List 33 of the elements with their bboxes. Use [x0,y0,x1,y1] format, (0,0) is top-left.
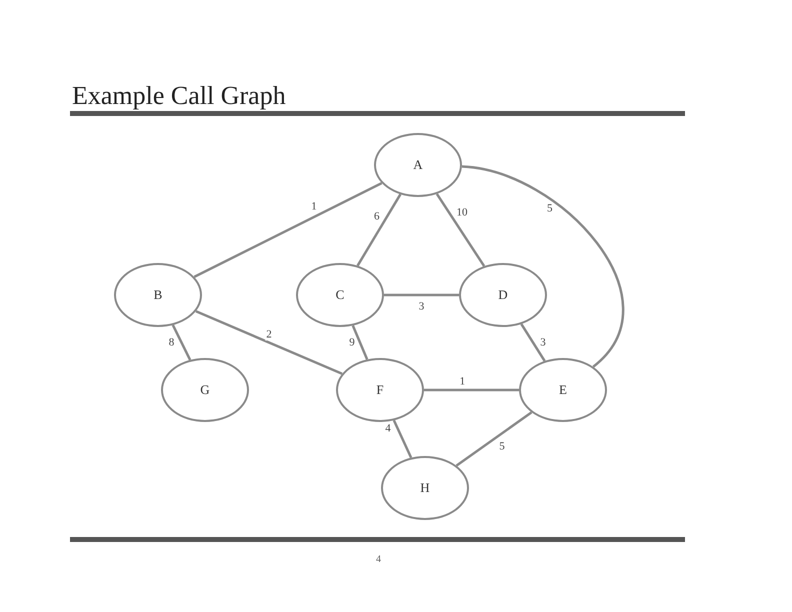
edge-label: 8 [168,337,176,348]
graph-node-ellipse: H [381,456,469,520]
graph-node-ellipse: E [519,358,607,422]
edge-label: 9 [348,337,356,348]
edge-line [194,182,382,278]
edge-line [436,193,486,267]
graph-node-ellipse: F [336,358,424,422]
edge-label: 6 [373,212,381,222]
graph-node-ellipse: D [459,263,547,327]
edge-line [392,420,412,458]
edge-line [195,310,343,375]
edge-line [356,194,402,266]
graph-node-ellipse: A [374,133,462,197]
edge-label: 1 [458,376,466,388]
edge-line [456,411,532,467]
edge-label: 1 [310,202,318,212]
page-number: 4 [376,553,381,567]
edge-line [352,325,368,360]
graph-node-ellipse: G [161,358,249,422]
edge-label: 5 [498,442,506,452]
edge-line [384,294,459,296]
edge-line [172,324,192,360]
edge-line [424,388,519,392]
slide-title: Example Call Graph [72,80,286,112]
edge-label: 3 [539,337,547,348]
graph-node-ellipse: C [296,263,384,327]
edge-line [520,323,546,362]
edge-line [462,165,624,368]
edge-label: 5 [546,204,554,215]
edge-label: 3 [418,302,426,312]
graph-node-ellipse: B [114,263,202,327]
edge-label: 10 [456,208,468,218]
edge-label: 2 [265,329,273,340]
